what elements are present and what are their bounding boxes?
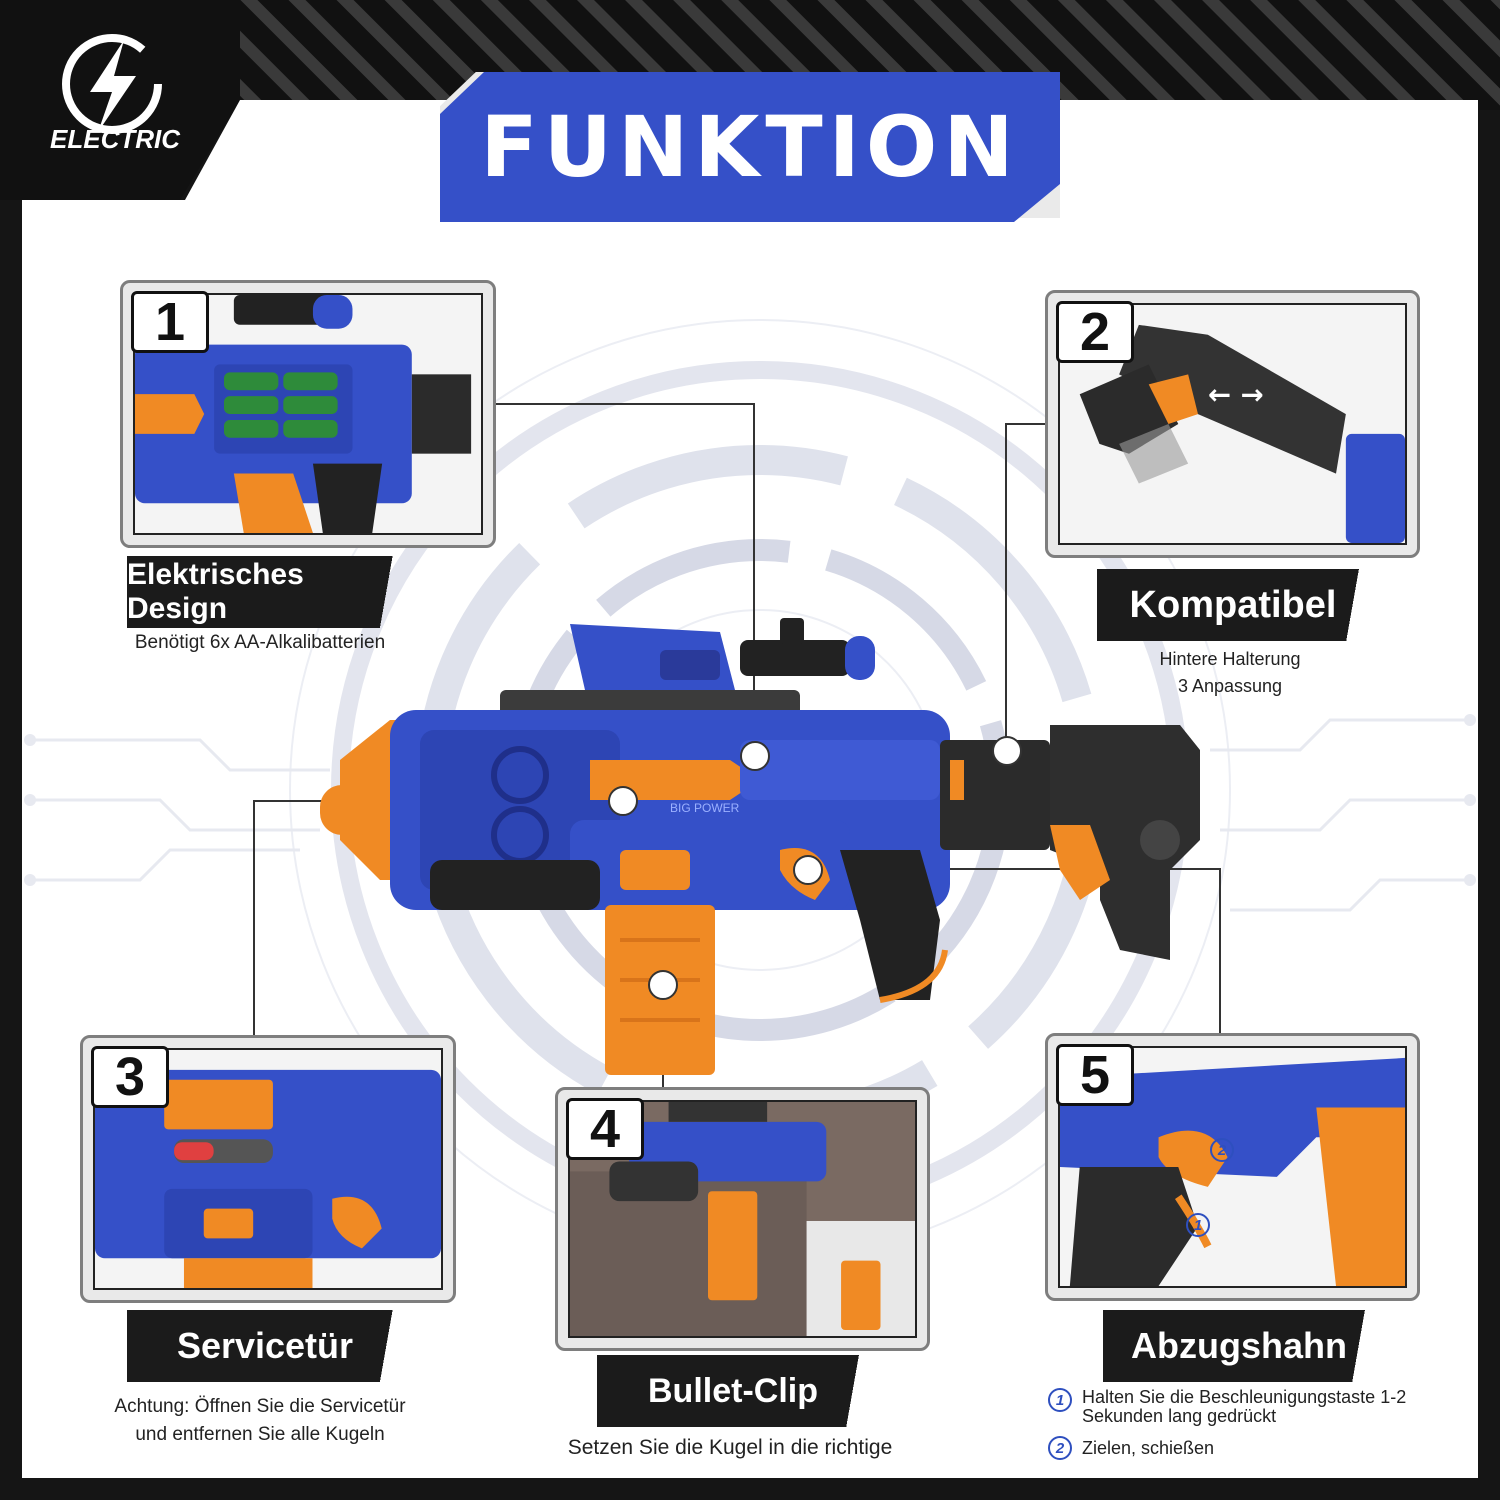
trigger-step-1-line-1: Halten Sie die Beschleunigungstaste 1-2 xyxy=(1082,1387,1407,1407)
connector-line-2 xyxy=(1005,423,1007,748)
connector-line-2 xyxy=(1005,423,1050,425)
trigger-step-1: 1 Halten Sie die Beschleunigungstaste 1-… xyxy=(1048,1388,1428,1426)
feature-number-5: 5 xyxy=(1056,1044,1134,1106)
trigger-step-2-marker: 2 xyxy=(1210,1138,1234,1162)
feature-label-1: Elektrisches Design xyxy=(127,556,403,628)
feature-label-3: Servicetür xyxy=(127,1310,403,1382)
feature-description-3: Achtung: Öffnen Sie die Servicetür und e… xyxy=(80,1393,440,1449)
svg-text:← →: ← → xyxy=(1208,378,1264,411)
feature-description-3-line-2: und entfernen Sie alle Kugeln xyxy=(135,1424,385,1445)
connector-line-5 xyxy=(1219,868,1221,1038)
feature-description-2-line-1: Hintere Halterung xyxy=(1159,649,1301,669)
feature-number-4: 4 xyxy=(566,1098,644,1160)
connector-line-3 xyxy=(253,800,255,1038)
blaster-print: BIG POWER xyxy=(670,801,740,815)
page-title: FUNKTION xyxy=(480,98,1020,196)
feature-panel-3: 3 xyxy=(80,1035,456,1303)
logo-text: ELECTRIC xyxy=(50,124,180,154)
blaster-grip xyxy=(840,850,940,1000)
connector-line-1 xyxy=(488,403,754,405)
callout-dot-4 xyxy=(648,970,678,1000)
feature-panel-1: 1 xyxy=(120,280,496,548)
feature-description-2-line-2: 3 Anpassung xyxy=(1177,676,1283,696)
trigger-step-2: 2 Zielen, schießen xyxy=(1048,1436,1428,1460)
feature-number-2: 2 xyxy=(1056,301,1134,363)
feature-image-4 xyxy=(568,1100,917,1338)
feature-description-1: Benötigt 6x AA-Alkalibatterien xyxy=(134,632,386,653)
feature-description-4: Setzen Sie die Kugel in die richtige xyxy=(567,1436,893,1459)
feature-panel-4: 4 xyxy=(555,1087,930,1351)
callout-dot-1 xyxy=(740,741,770,771)
feature-description-3-line-1: Achtung: Öffnen Sie die Servicetür xyxy=(114,1396,406,1417)
feature-number-3: 3 xyxy=(91,1046,169,1108)
feature-image-1 xyxy=(133,293,483,535)
lightning-bolt-icon xyxy=(90,40,136,132)
feature-label-4: Bullet-Clip xyxy=(597,1355,869,1427)
step-marker-1: 1 xyxy=(1048,1388,1072,1412)
step-marker-2: 2 xyxy=(1048,1436,1072,1460)
callout-dot-2 xyxy=(992,736,1022,766)
trigger-step-2-line-1: Zielen, schießen xyxy=(1082,1437,1215,1458)
connector-line-1 xyxy=(753,403,755,755)
feature-description-2: Hintere Halterung 3 Anpassung xyxy=(1080,646,1380,700)
feature-label-2: Kompatibel xyxy=(1097,569,1369,641)
callout-dot-5 xyxy=(793,855,823,885)
trigger-step-1-line-2: Sekunden lang gedrückt xyxy=(1082,1406,1277,1426)
feature-panel-5: 2 1 5 xyxy=(1045,1033,1420,1301)
callout-dot-3 xyxy=(608,786,638,816)
stock-adjustment-illustration: ← → xyxy=(1060,305,1405,543)
connector-line-5 xyxy=(808,868,1220,870)
electric-logo xyxy=(62,34,162,134)
trigger-step-1-marker: 1 xyxy=(1186,1213,1210,1237)
feature-steps-5: 1 Halten Sie die Beschleunigungstaste 1-… xyxy=(1048,1388,1428,1460)
feature-number-1: 1 xyxy=(131,291,209,353)
feature-panel-2: ← → 2 xyxy=(1045,290,1420,558)
title-banner xyxy=(440,72,1060,222)
feature-label-5: Abzugshahn xyxy=(1103,1310,1375,1382)
